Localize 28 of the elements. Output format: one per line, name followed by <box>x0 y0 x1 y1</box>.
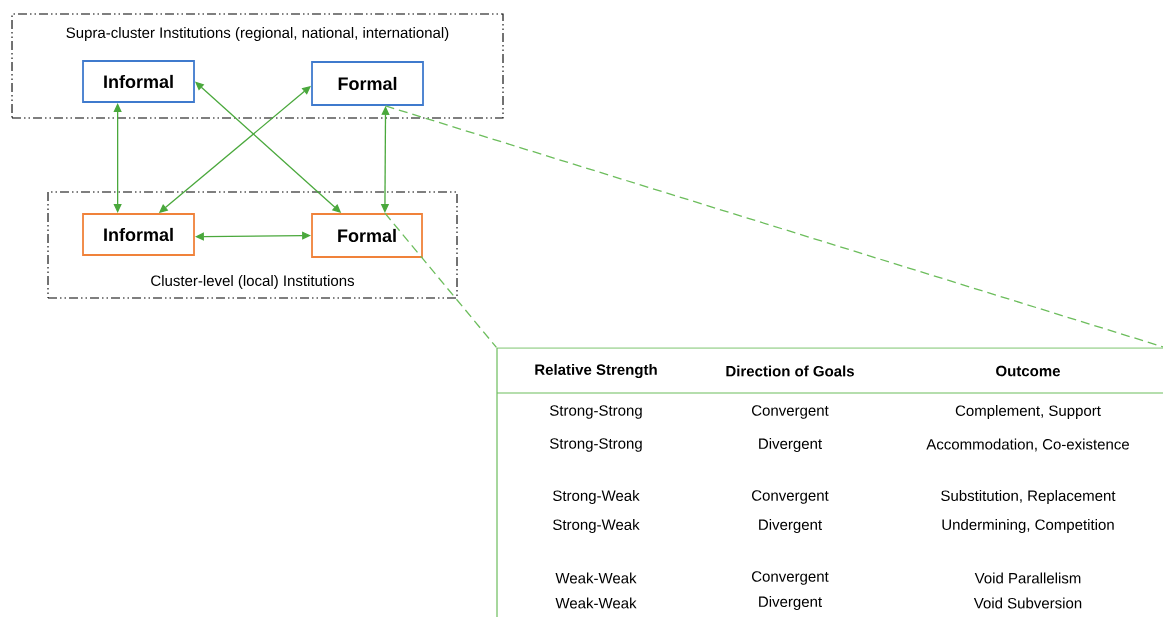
institution-box: Formal <box>311 213 423 258</box>
table-cell: Weak-Weak <box>555 597 637 609</box>
institution-box: Formal <box>311 61 424 106</box>
zoom-line <box>384 105 1163 349</box>
table-cell: Convergent <box>752 490 829 504</box>
table-cell: Divergent <box>759 519 822 533</box>
table-cell: Divergent <box>759 596 822 610</box>
column-header: Outcome <box>996 365 1060 377</box>
table-cell: Void Parallelism <box>974 572 1081 584</box>
institution-box: Informal <box>82 60 195 103</box>
table-cell: Complement, Support <box>955 405 1101 419</box>
table-cell: Weak-Weak <box>555 572 637 584</box>
table-cell: Strong-Weak <box>553 519 640 533</box>
column-header: Relative Strength <box>535 363 657 378</box>
table-cell: Substitution, Replacement <box>941 490 1116 504</box>
table-cell: Convergent <box>752 571 829 585</box>
zoom-line <box>384 212 498 349</box>
table-panel <box>496 347 1163 617</box>
table-cell: Void Subversion <box>973 597 1082 609</box>
table-cell: Strong-Strong <box>550 438 642 452</box>
table-cell: Strong-Strong <box>550 405 642 419</box>
table-cell: Strong-Weak <box>553 490 640 504</box>
table-cell: Undermining, Competition <box>942 519 1114 533</box>
table-cell: Convergent <box>752 405 829 419</box>
column-header: Direction of Goals <box>726 365 854 377</box>
table-cell: Divergent <box>759 438 822 452</box>
institution-box: Informal <box>82 213 195 256</box>
table-cell: Accommodation, Co-existence <box>926 438 1129 452</box>
